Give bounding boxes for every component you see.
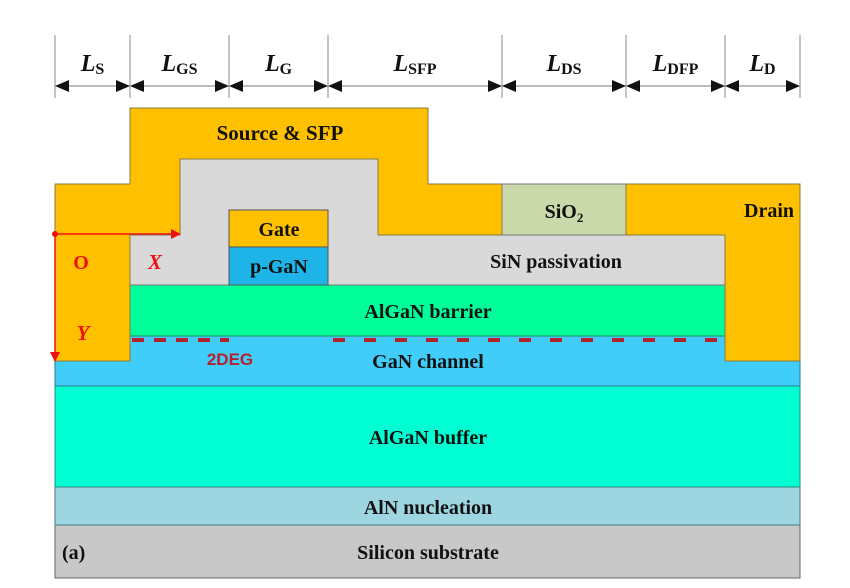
dimension-label-s: LS — [80, 51, 105, 78]
gate-label: Gate — [258, 219, 299, 241]
barrier-label: AlGaN barrier — [364, 301, 491, 323]
aln-nucleation-layer — [54, 486, 801, 526]
dimension-label-sfp: LSFP — [392, 51, 436, 78]
dimension-label-g: LG — [264, 51, 293, 78]
algan-buffer-layer — [54, 385, 801, 488]
pgan-label: p-GaN — [250, 256, 308, 278]
dimension-label-dfp: LDFP — [652, 51, 699, 78]
origin-point — [52, 231, 58, 237]
dimension-bar: LS LGS LG LSFP LDS LDFP LD — [54, 35, 801, 98]
channel-label: GaN channel — [372, 351, 484, 373]
algan-barrier-layer — [129, 284, 726, 337]
drain-label: Drain — [744, 200, 794, 222]
origin-label: O — [73, 252, 89, 274]
twodeg-label: 2DEG — [207, 350, 253, 369]
dimension-label-ds: LDS — [545, 51, 581, 78]
buffer-label: AlGaN buffer — [369, 427, 487, 449]
dimension-label-d: LD — [748, 51, 775, 78]
gan-channel-layer — [54, 335, 801, 387]
gate-metal — [228, 209, 329, 248]
substrate-label: Silicon substrate — [357, 542, 499, 564]
pgan-layer — [228, 246, 329, 286]
source-label: Source & SFP — [217, 121, 344, 145]
y-axis-label: Y — [77, 321, 92, 345]
silicon-substrate-layer — [54, 524, 801, 579]
sin-label: SiN passivation — [490, 251, 622, 273]
sio2-layer — [501, 183, 627, 236]
x-axis-label: X — [147, 250, 163, 274]
dimension-label-gs: LGS — [160, 51, 197, 78]
sio2-label: SiO2 — [545, 201, 584, 225]
sio2-label-sub: 2 — [577, 210, 584, 225]
panel-label: (a) — [62, 542, 85, 564]
drain-metal — [625, 183, 801, 362]
sio2-label-main: SiO — [545, 201, 577, 223]
nucleation-label: AlN nucleation — [364, 497, 492, 519]
